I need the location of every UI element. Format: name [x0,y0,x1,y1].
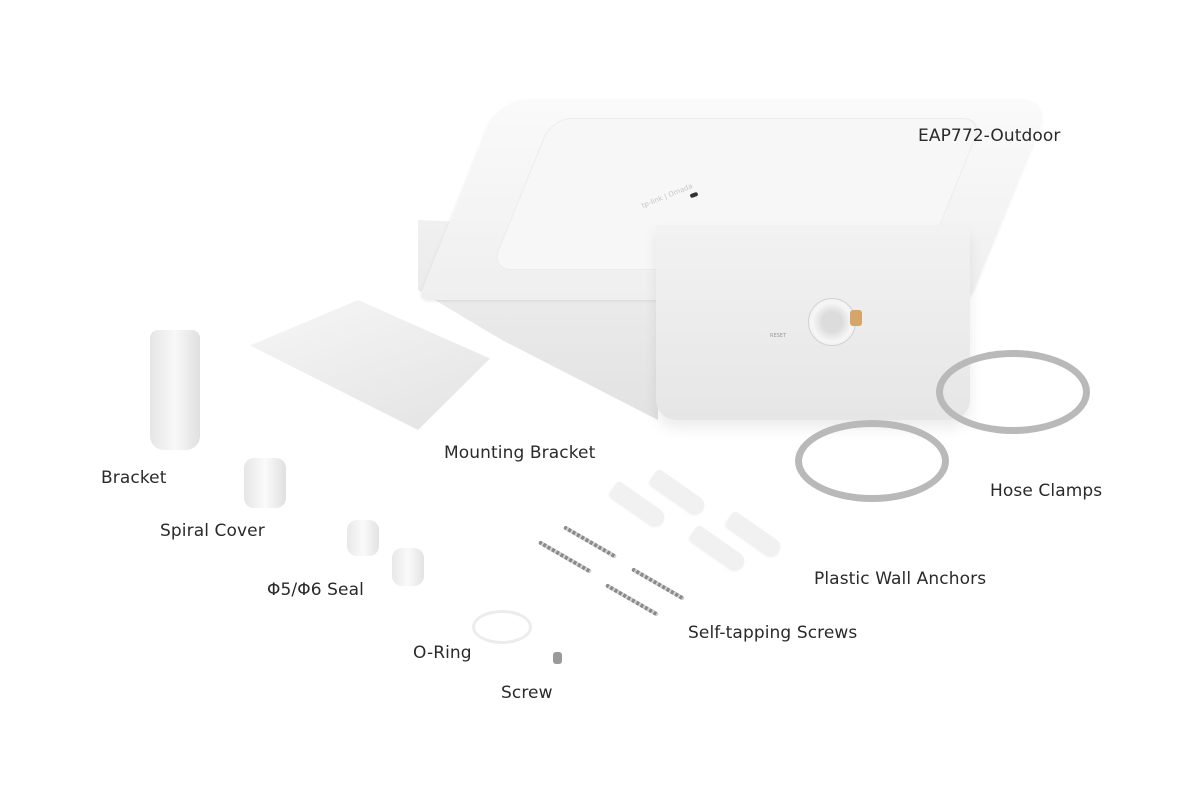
hose-clamp-2 [795,420,949,502]
bracket-label: Bracket [101,468,167,488]
hose-clamps-label: Hose Clamps [990,481,1103,501]
self-tapping-screw-1 [563,525,617,559]
o-ring-label: O-Ring [413,643,472,663]
screw-label: Screw [501,683,553,703]
self-tapping-screw-4 [605,583,659,617]
mounting-bracket-label: Mounting Bracket [444,443,596,463]
plastic-wall-anchors-label: Plastic Wall Anchors [814,569,987,589]
spiral-cover-image [244,458,286,508]
screw-image [553,652,562,664]
seal-label: Φ5/Φ6 Seal [267,580,364,600]
ground-connector-icon [850,310,862,326]
hose-clamp-1 [936,350,1090,434]
self-tapping-screw-2 [538,540,592,574]
self-tapping-screw-3 [631,567,685,601]
seal-image-2 [392,548,424,586]
device-label: EAP772-Outdoor [918,126,1061,146]
seal-image-1 [347,520,379,556]
spiral-cover-label: Spiral Cover [160,521,265,541]
reset-label: RESET [770,333,787,339]
self-tapping-screws-label: Self-tapping Screws [688,623,858,643]
mounting-bracket-image [250,300,490,430]
o-ring-image [472,610,532,644]
cable-port [808,298,856,346]
bracket-image [150,330,200,450]
